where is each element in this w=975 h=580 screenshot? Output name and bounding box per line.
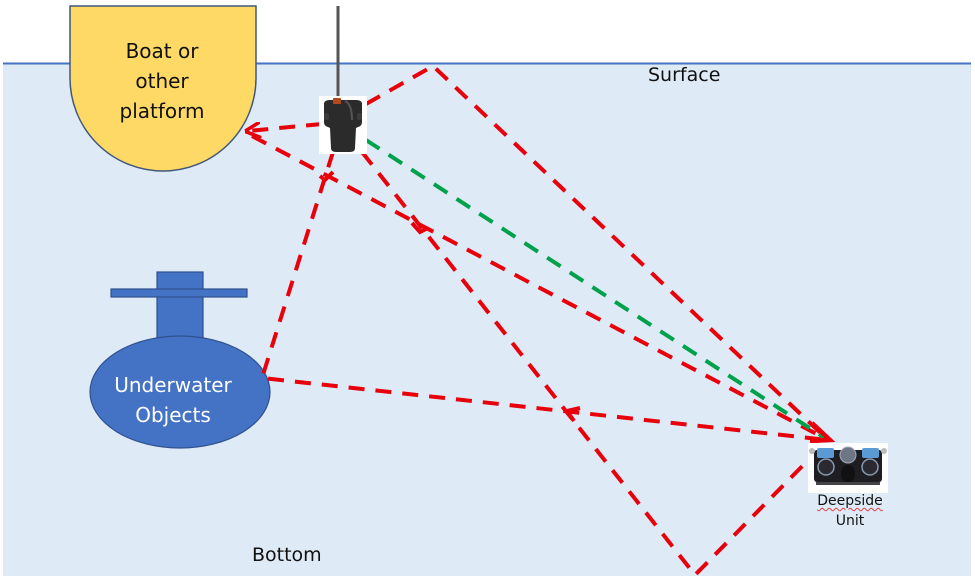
underwater-objects-label: Underwater Objects (98, 370, 248, 430)
boat-hull (69, 5, 257, 172)
boat-label-line: other (135, 69, 189, 93)
submarine-hull (89, 335, 271, 449)
objects-label-line: Objects (135, 403, 211, 427)
boat-label: Boat or other platform (92, 36, 232, 126)
crossing-chevron (318, 170, 335, 183)
underwater-object (89, 271, 271, 449)
deepside-unit-label: Deepside Unit (800, 491, 900, 531)
objects-label-line: Underwater (114, 373, 232, 397)
unit-label-line: Unit (835, 513, 865, 529)
crossing-chevron (563, 406, 581, 423)
boat-label-line: platform (119, 99, 205, 123)
bottom-label: Bottom (252, 544, 322, 566)
surface-label: Surface (648, 64, 721, 86)
crossing-chevron (410, 221, 429, 235)
boat-label-line: Boat or (125, 39, 199, 63)
path-direct (364, 138, 830, 442)
unit-label-line: Deepside (817, 493, 883, 509)
transducer-icon (319, 96, 367, 154)
rov-icon (808, 443, 888, 493)
reflection-paths (248, 63, 830, 579)
submarine-fin (110, 288, 248, 298)
path-boat-to-unit (251, 134, 829, 442)
path-transducer-to-boat (248, 124, 323, 131)
arrowhead-unit (809, 421, 836, 444)
path-surface-reflection (365, 63, 830, 442)
